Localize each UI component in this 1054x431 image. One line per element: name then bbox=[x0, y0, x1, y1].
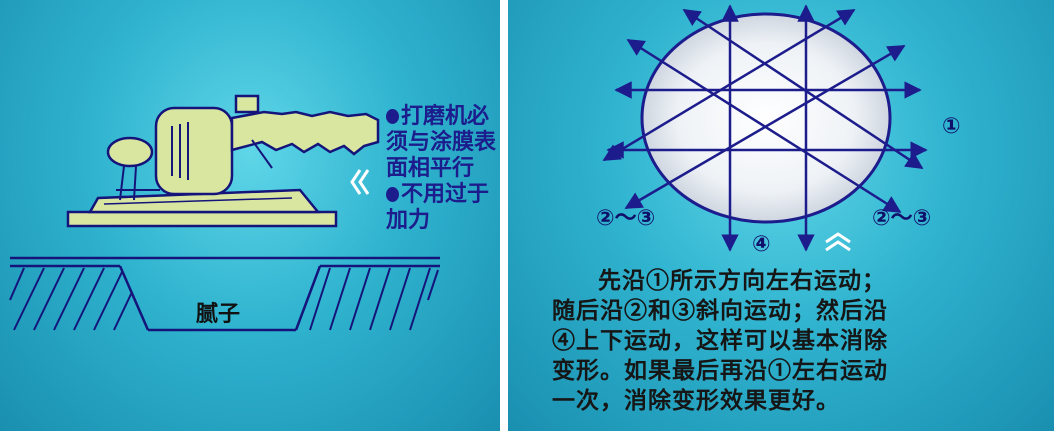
motion-diagram bbox=[602, 4, 928, 252]
chevron-up-icon bbox=[825, 232, 851, 252]
surface-block bbox=[9, 256, 440, 332]
desc-line: 一次，消除变形效果更好。 bbox=[552, 387, 840, 414]
desc-line: 随后沿②和③斜向运动；然后沿 bbox=[552, 297, 888, 324]
desc-line: 变形。如果最后再沿①左右运动 bbox=[552, 357, 888, 384]
left-panel: 打磨机必 须与涂膜表 面相平行 不用过于 加力 腻子 bbox=[0, 0, 500, 431]
left-hatching bbox=[9, 267, 133, 331]
marker-2-3-right: ②～③ bbox=[872, 206, 932, 231]
putty-label: 腻子 bbox=[196, 302, 241, 327]
marker-2-3-left: ②～③ bbox=[596, 206, 656, 231]
chevron-left-icon bbox=[350, 169, 370, 195]
desc-line: 先沿①所示方向左右运动； bbox=[598, 267, 886, 294]
right-hatching bbox=[309, 267, 439, 331]
bullet-icon bbox=[386, 109, 399, 124]
marker-4: ④ bbox=[752, 232, 771, 257]
oval-surface bbox=[640, 12, 892, 224]
marker-1: ① bbox=[942, 114, 961, 139]
sander-tool bbox=[66, 94, 380, 228]
desc-line: ④上下运动，这样可以基本消除 bbox=[552, 327, 888, 354]
description-text: 先沿①所示方向左右运动； 随后沿②和③斜向运动；然后沿 ④上下运动，这样可以基本… bbox=[552, 266, 1022, 416]
sander-diagram bbox=[9, 94, 440, 332]
right-panel: ① ②～③ ②～③ ④ 先沿①所示方向左右运动； 随后沿②和③斜向运动；然后沿 … bbox=[508, 0, 1054, 431]
parallel-note: 打磨机必 须与涂膜表 面相平行 不用过于 加力 bbox=[386, 104, 497, 233]
motion-arrows bbox=[602, 4, 928, 252]
bullet-icon bbox=[386, 187, 399, 202]
